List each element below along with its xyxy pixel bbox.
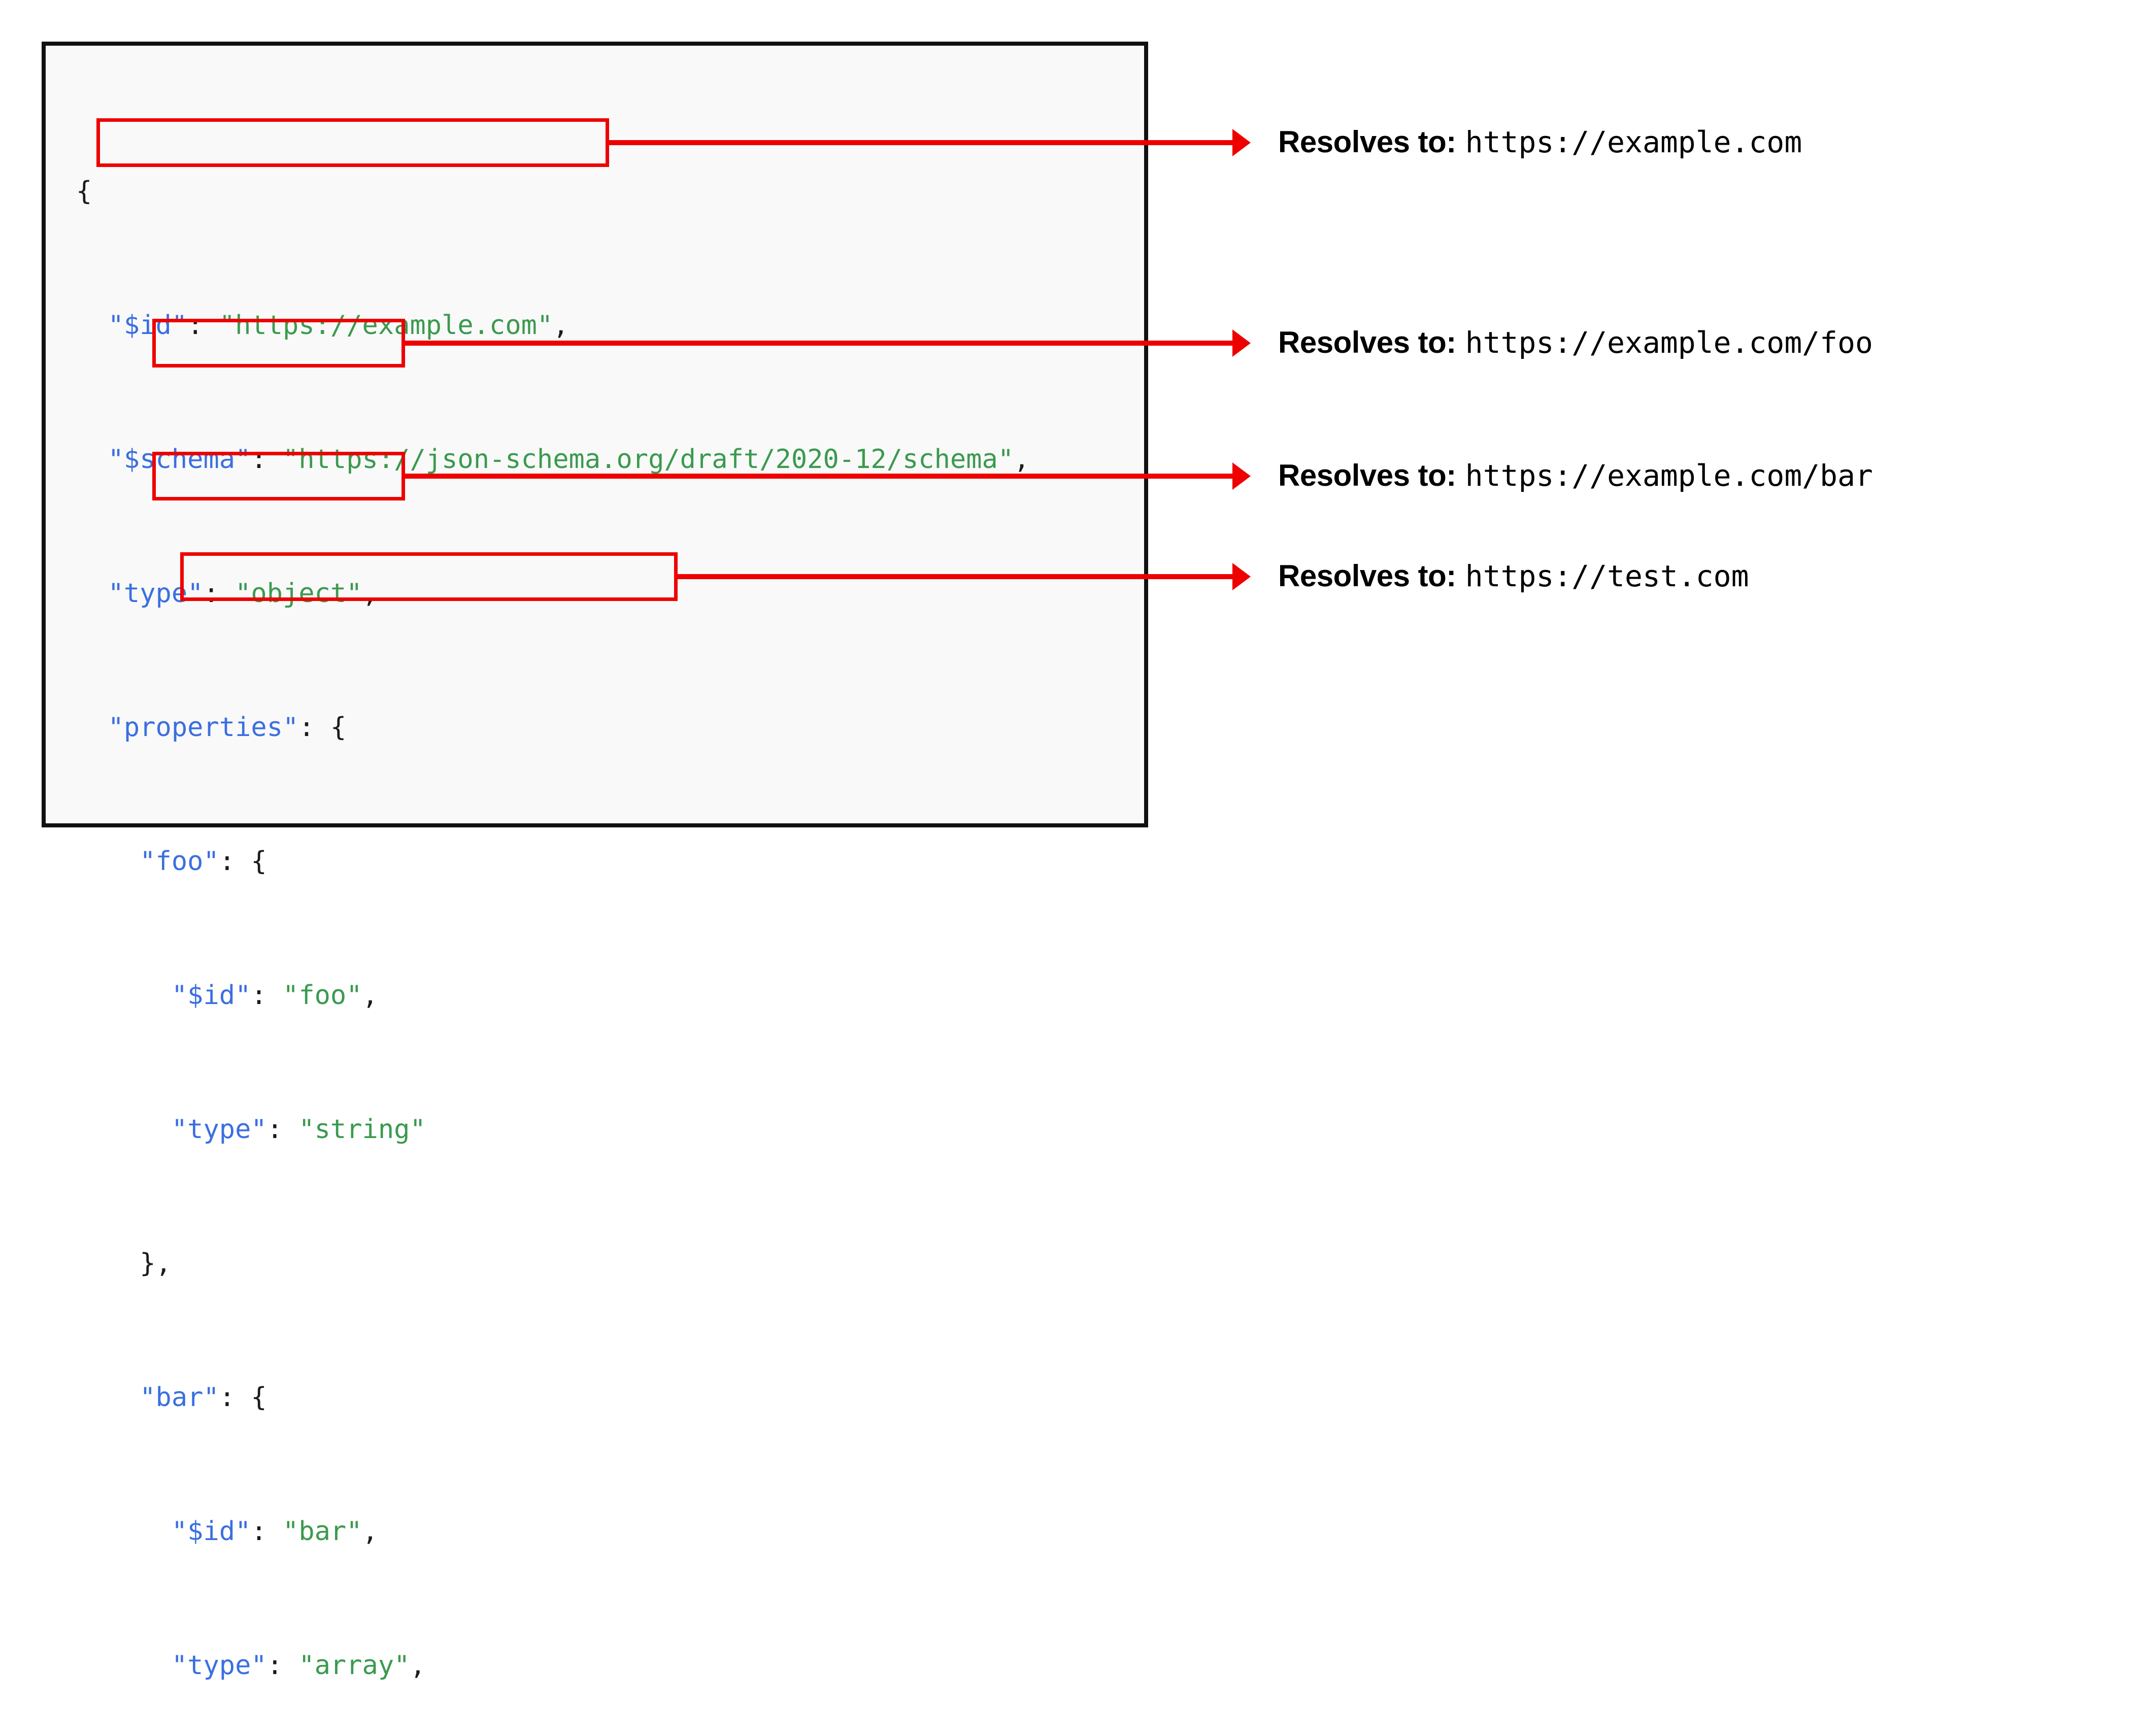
code-token-string: "foo" [283,980,362,1011]
code-token-string: "https://json-schema.org/draft/2020-12/s… [283,444,1014,475]
code-line: "type": "array", [76,1649,1029,1682]
resolves-to-label: Resolves to: [1278,325,1456,359]
code-token-comma: , [362,980,378,1011]
resolution-row-root-id: Resolves to: https://example.com [1278,124,1802,159]
resolves-to-label: Resolves to: [1278,559,1456,593]
code-token-key: "foo" [140,846,219,877]
code-token-brace: { [251,846,267,877]
code-token-string: "array" [298,1650,410,1681]
code-token-key: "$schema" [108,444,251,475]
code-token-brace: { [330,712,347,743]
code-panel: { "$id": "https://example.com", "$schema… [42,42,1148,1681]
code-token-key: "type" [171,1650,267,1681]
code-line: { [76,175,1029,208]
code-token-key: "type" [108,578,204,609]
code-token-comma: , [553,310,569,341]
code-token-key: "$id" [171,980,251,1011]
code-line: "foo": { [76,845,1029,878]
code-line: "$id": "bar", [76,1515,1029,1548]
code-token-colon: : [298,712,330,743]
code-token-key: "bar" [140,1382,219,1413]
code-token-colon: : [251,1516,283,1547]
code-line: "$id": "foo", [76,979,1029,1012]
arrow-items-id [678,574,1233,579]
code-token-colon: : [266,1650,299,1681]
code-line: "type": "string" [76,1113,1029,1146]
resolution-row-bar-id: Resolves to: https://example.com/bar [1278,458,1873,493]
arrow-root-id [609,140,1233,145]
code-line: }, [76,1247,1029,1280]
code-token-brace: { [251,1382,267,1413]
code-token-key: "$id" [171,1516,251,1547]
code-token-colon: : [266,1114,299,1145]
code-token-key: "type" [171,1114,267,1145]
code-token-brace: }, [140,1248,172,1279]
code-line: "$id": "https://example.com", [76,309,1029,342]
resolved-url: https://example.com [1465,125,1802,159]
resolved-url: https://example.com/bar [1465,458,1873,493]
code-token-colon: : [251,980,283,1011]
code-token-string: "https://example.com" [219,310,553,341]
code-token-comma: , [362,1516,378,1547]
code-line: "type": "object", [76,577,1029,610]
resolution-row-items-id: Resolves to: https://test.com [1278,558,1749,593]
code-listing: { "$id": "https://example.com", "$schema… [76,74,1029,1736]
code-token-key: "$id" [108,310,188,341]
arrow-foo-id [405,341,1233,346]
resolves-to-label: Resolves to: [1278,125,1456,159]
code-token-brace: { [76,176,92,207]
code-token-colon: : [251,444,283,475]
code-line: "$schema": "https://json-schema.org/draf… [76,443,1030,476]
code-token-colon: : [187,310,219,341]
code-token-string: "string" [298,1114,426,1145]
code-line: "bar": { [76,1381,1029,1414]
code-token-comma: , [410,1650,426,1681]
code-token-string: "bar" [283,1516,362,1547]
code-token-comma: , [362,578,378,609]
code-token-string: "object" [235,578,362,609]
resolves-to-label: Resolves to: [1278,458,1456,492]
resolved-url: https://test.com [1465,559,1749,593]
code-token-key: "properties" [108,712,299,743]
arrow-bar-id [405,474,1233,479]
code-token-colon: : [219,1382,251,1413]
code-token-colon: : [203,578,236,609]
code-token-colon: : [219,846,251,877]
code-line: "properties": { [76,711,1029,744]
resolution-row-foo-id: Resolves to: https://example.com/foo [1278,325,1873,360]
resolved-url: https://example.com/foo [1465,325,1873,360]
code-token-comma: , [1014,444,1030,475]
